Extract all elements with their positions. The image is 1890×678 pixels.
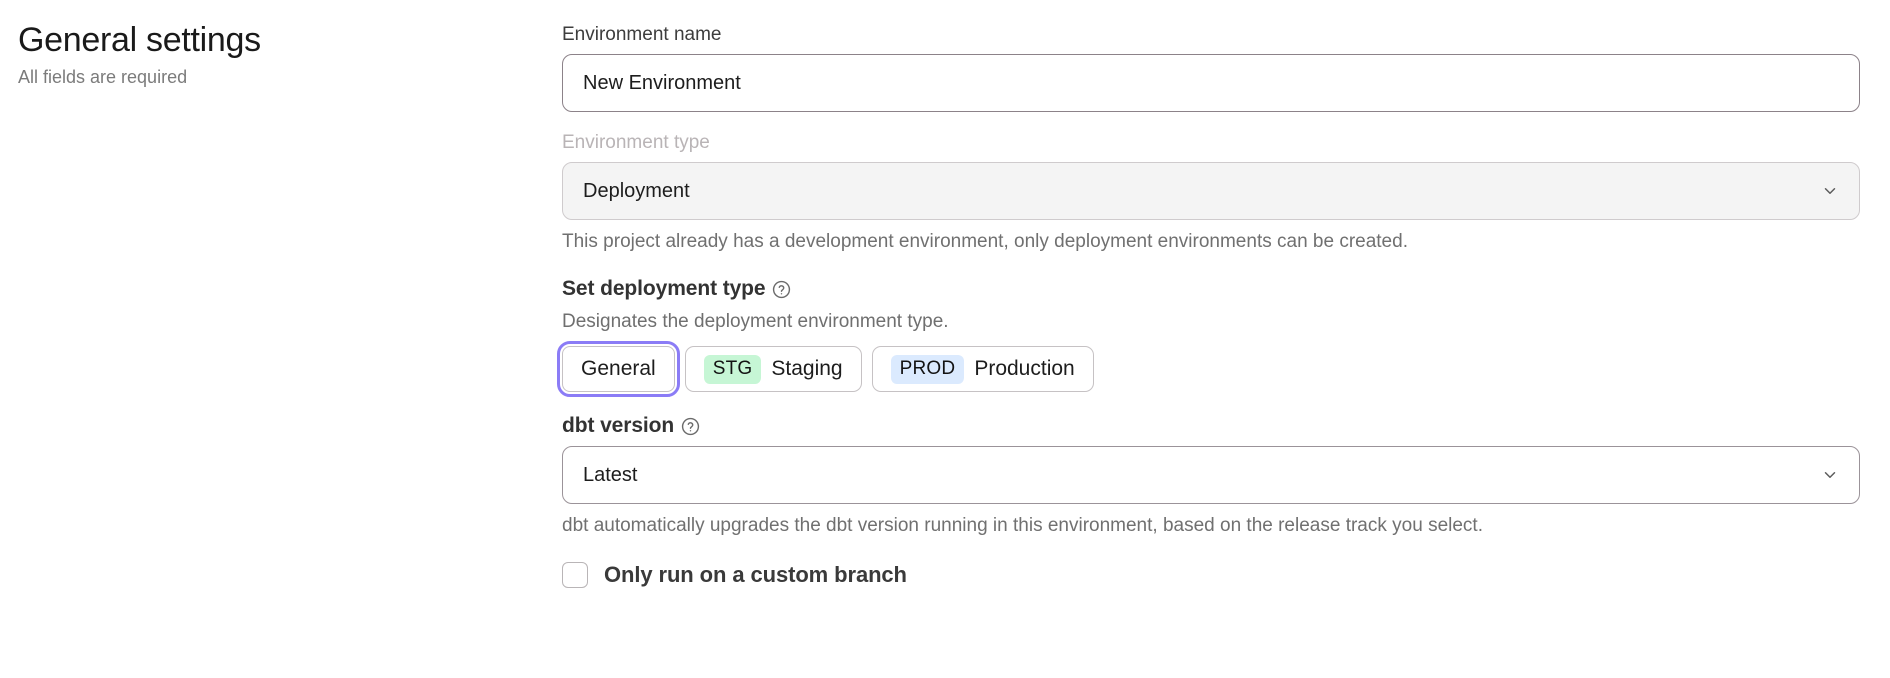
- environment-type-helper-text: This project already has a development e…: [562, 231, 1408, 252]
- environment-type-selected-value: Deployment: [583, 179, 690, 202]
- dbt-version-select[interactable]: Latest: [562, 446, 1860, 504]
- deployment-type-option-general[interactable]: General: [557, 341, 680, 397]
- question-circle-icon[interactable]: [681, 417, 700, 436]
- page-subtitle: All fields are required: [18, 67, 188, 87]
- dbt-version-selected-value: Latest: [583, 463, 638, 486]
- environment-type-field-group: Environment type Deployment This project…: [562, 130, 1860, 255]
- chevron-down-icon: [1824, 472, 1836, 478]
- deployment-type-title: Set deployment type: [562, 277, 766, 300]
- settings-form: Environment name Environment type Deploy…: [557, 22, 1860, 589]
- environment-name-label: Environment name: [562, 24, 722, 45]
- deployment-type-option-staging[interactable]: STG Staging: [684, 346, 862, 392]
- deployment-type-option-production-label: Production: [974, 357, 1075, 380]
- deployment-type-description: Designates the deployment environment ty…: [562, 311, 949, 332]
- environment-type-select[interactable]: Deployment: [562, 162, 1860, 220]
- environment-type-select-wrap: Deployment: [562, 162, 1860, 220]
- chevron-down-icon: [1824, 188, 1836, 194]
- deployment-type-option-general-label: General: [581, 357, 656, 380]
- dbt-version-helper-text: dbt automatically upgrades the dbt versi…: [562, 515, 1483, 536]
- dbt-version-heading-row: dbt version: [562, 412, 1860, 440]
- custom-branch-row: Only run on a custom branch: [562, 561, 1860, 589]
- custom-branch-checkbox[interactable]: [562, 562, 588, 588]
- custom-branch-label[interactable]: Only run on a custom branch: [604, 562, 907, 587]
- deployment-type-option-production[interactable]: PROD Production: [871, 346, 1094, 392]
- deployment-type-option-staging-label: Staging: [771, 357, 843, 380]
- dbt-version-group: dbt version Latest dbt automatically upg…: [562, 412, 1860, 539]
- dbt-version-select-wrap: Latest: [562, 446, 1860, 504]
- deployment-type-options: General STG Staging PROD Production: [557, 341, 1860, 397]
- deployment-type-group: Set deployment type Designates the deplo…: [557, 275, 1860, 397]
- staging-badge: STG: [703, 354, 762, 384]
- production-badge: PROD: [890, 354, 965, 384]
- dbt-version-label: dbt version: [562, 414, 675, 437]
- page-title: General settings: [18, 21, 261, 59]
- left-panel: General settings All fields are required: [18, 18, 518, 89]
- question-circle-icon[interactable]: [772, 280, 791, 299]
- deployment-type-heading-row: Set deployment type: [562, 275, 1860, 303]
- environment-name-field-group: Environment name: [562, 22, 1860, 112]
- environment-type-label: Environment type: [562, 132, 710, 153]
- environment-name-input[interactable]: [562, 54, 1860, 112]
